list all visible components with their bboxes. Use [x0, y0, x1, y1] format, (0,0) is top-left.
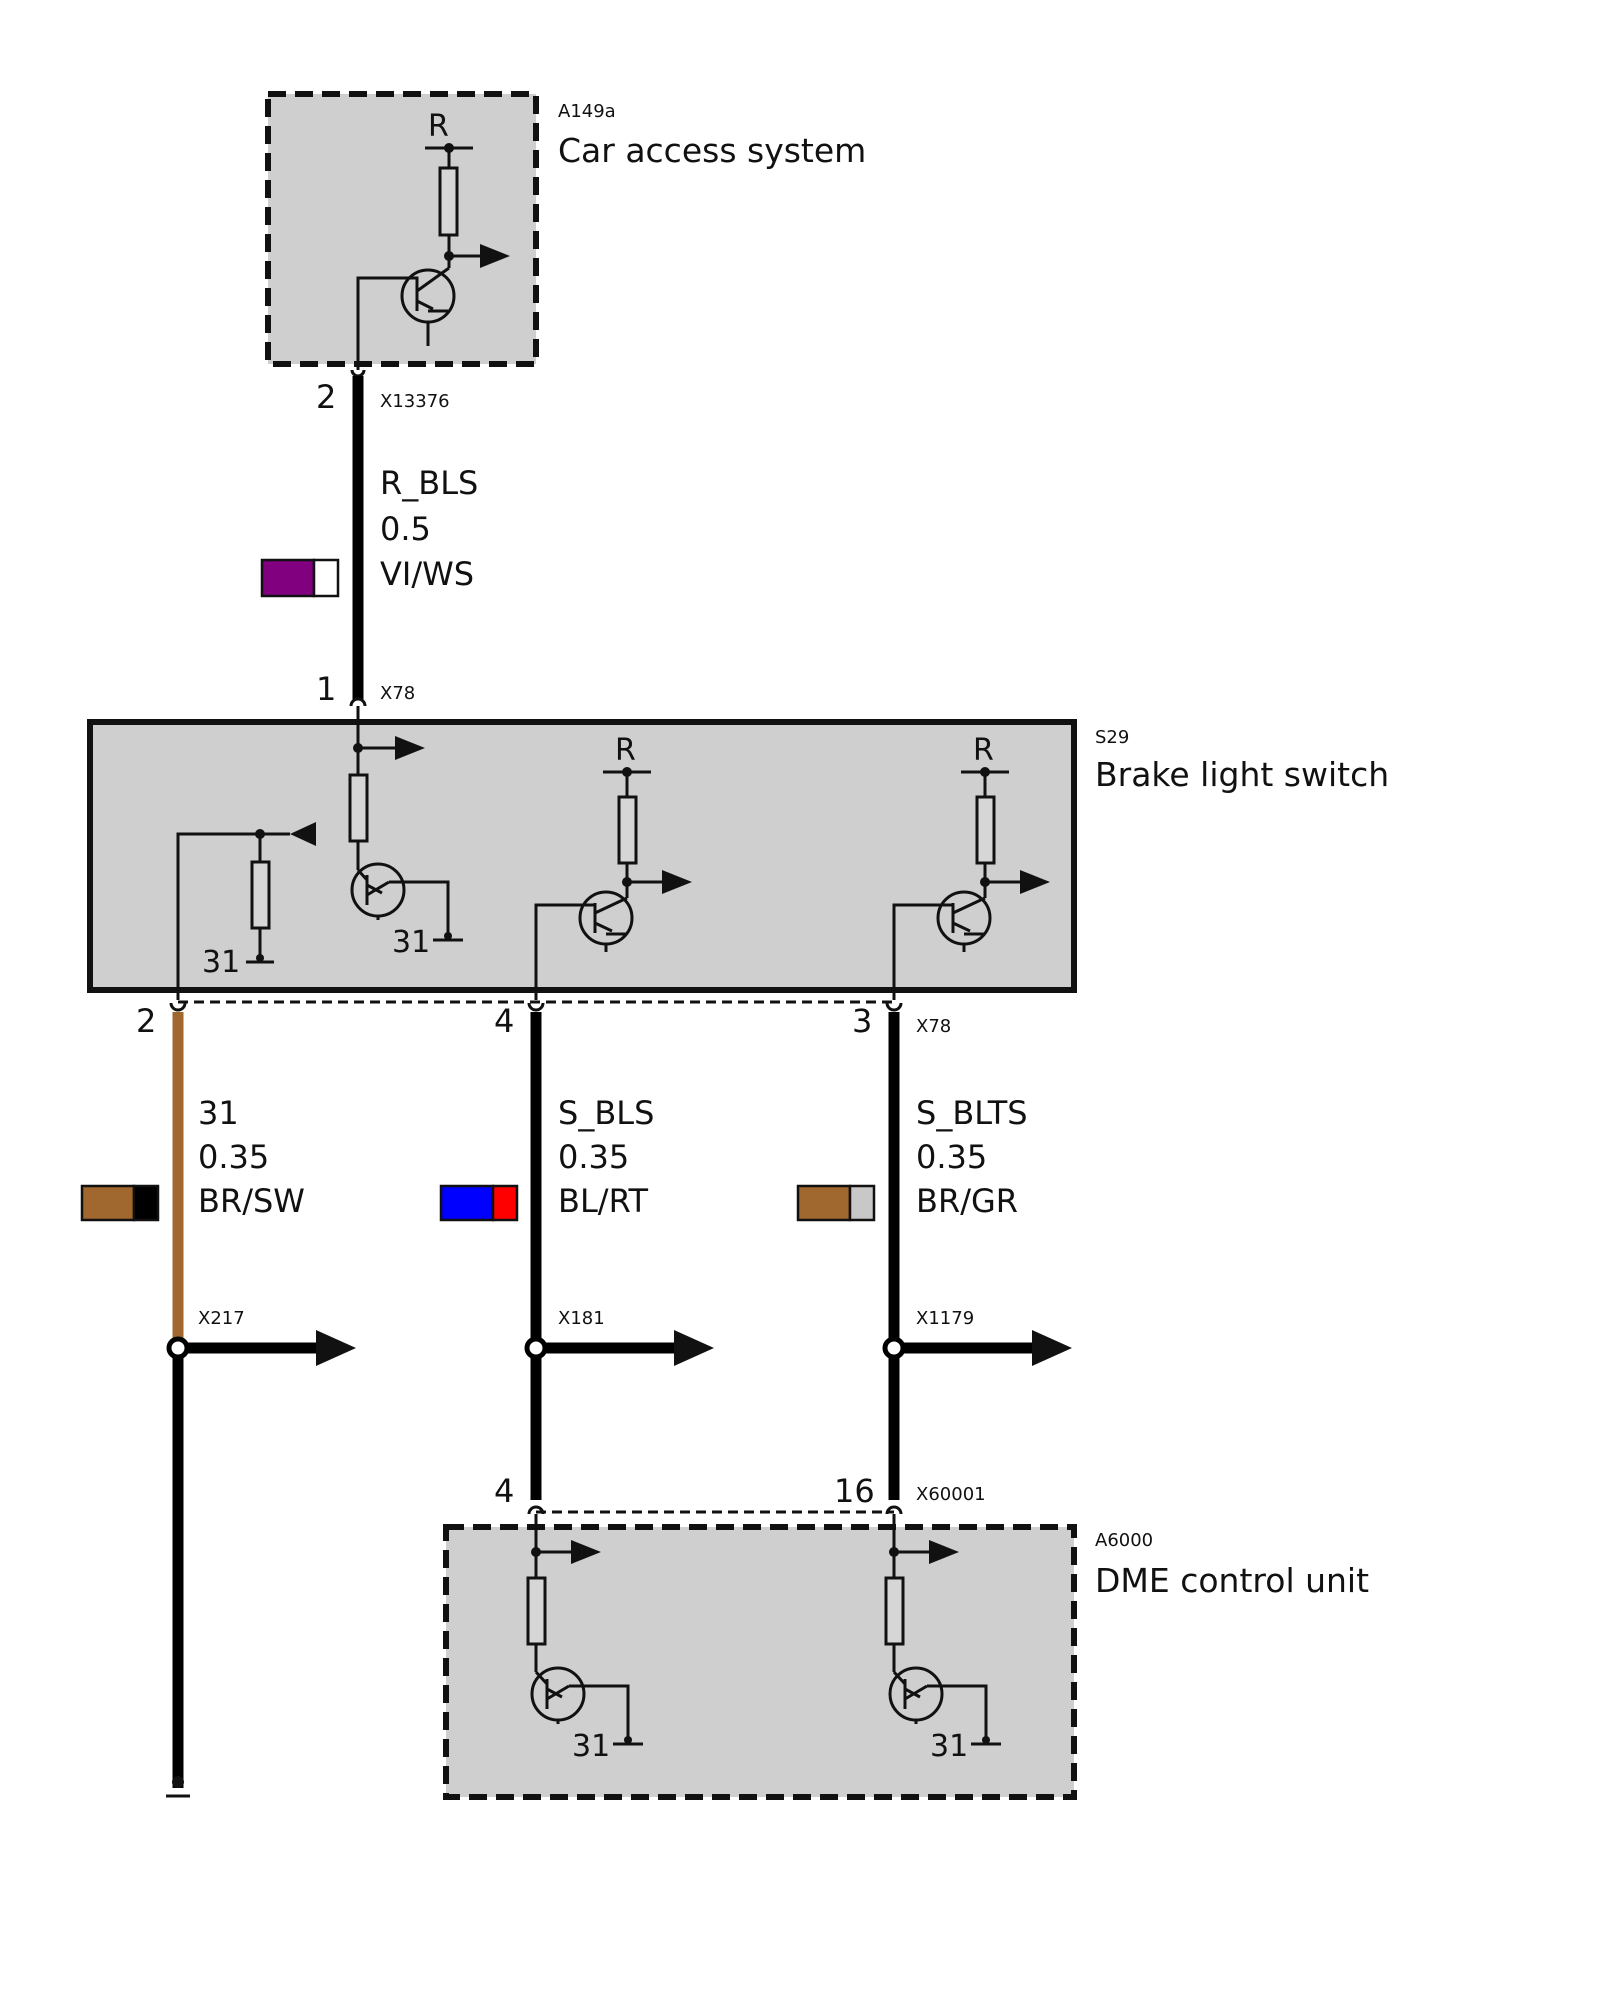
- wire-r-bls-size: 0.5: [380, 510, 431, 548]
- dme-control-unit: 4 16 X60001 A6000 DME control unit 31: [443, 1472, 1369, 1800]
- connector-x78-top-pin: 1: [316, 670, 336, 708]
- car-access-system-name: Car access system: [558, 131, 866, 170]
- connector-x78-top-name: X78: [380, 683, 415, 704]
- brake-light-switch-name: Brake light switch: [1095, 755, 1389, 794]
- wire-s-blts-color-code: BR/GR: [916, 1182, 1018, 1220]
- dme-input-circuit-2: 31: [884, 1514, 1001, 1764]
- car-access-transistor: [356, 266, 456, 370]
- wire-s-bls-size: 0.35: [558, 1138, 629, 1176]
- dme-control-unit-name: DME control unit: [1095, 1561, 1369, 1600]
- connector-x13376-pin: 2: [316, 378, 336, 416]
- dme-input-circuit-1: 31: [526, 1514, 643, 1764]
- switch-ground-label-1: 31: [392, 925, 430, 960]
- wire-r-bls: 2 X13376 R_BLS 0.5 VI/WS 1 X78: [260, 376, 478, 708]
- switch-pin2-circuit: 31: [176, 822, 316, 1000]
- connector-x78-bottom-name: X78: [916, 1016, 951, 1037]
- wire-31-size: 0.35: [198, 1138, 269, 1176]
- connector-x60001-name: X60001: [916, 1484, 986, 1505]
- brake-light-switch-id: S29: [1095, 727, 1129, 748]
- car-access-resistor: [438, 166, 459, 237]
- wire-31-signal: 31: [198, 1094, 239, 1132]
- dme-ground-label-1: 31: [572, 1729, 610, 1764]
- connector-x78-bottom-pin-4: 4: [494, 1002, 514, 1040]
- wire-s-blts-color-swatch: [796, 1184, 876, 1222]
- wire-s-blts: S_BLTS 0.35 BR/GR X1179: [796, 1012, 1072, 1500]
- wire-31-ground: 31 0.35 BR/SW X217: [80, 1012, 356, 1798]
- brake-light-switch-box: [87, 719, 1077, 993]
- connector-x13376-name: X13376: [380, 391, 450, 412]
- car-access-system-box: [265, 91, 539, 367]
- wire-s-bls: S_BLS 0.35 BL/RT X181: [439, 1012, 714, 1500]
- brake-light-switch: S29 Brake light switch 31: [87, 697, 1389, 1040]
- wire-r-bls-color-code: VI/WS: [380, 555, 474, 593]
- car-access-system-id: A149a: [558, 101, 616, 122]
- splice-x181-label: X181: [558, 1308, 605, 1329]
- connector-x60001-pin-16: 16: [834, 1472, 875, 1510]
- switch-pin4-circuit: R: [534, 733, 692, 1000]
- connector-x60001-pin-4: 4: [494, 1472, 514, 1510]
- wire-31-color-swatch: [80, 1184, 160, 1222]
- splice-x217: X217: [166, 1308, 356, 1366]
- switch-ground-label-2: 31: [202, 945, 240, 980]
- splice-x1179: X1179: [882, 1308, 1072, 1366]
- wire-s-bls-signal: S_BLS: [558, 1094, 654, 1132]
- switch-supply-label-2: R: [973, 733, 994, 768]
- wire-r-bls-signal: R_BLS: [380, 464, 478, 502]
- connector-x78-bottom-pin-3: 3: [852, 1002, 872, 1040]
- splice-x181: X181: [524, 1308, 714, 1366]
- wire-s-blts-signal: S_BLTS: [916, 1094, 1028, 1132]
- splice-x217-label: X217: [198, 1308, 245, 1329]
- switch-pin3-circuit: R: [892, 733, 1050, 1000]
- wire-s-bls-color-swatch: [439, 1184, 519, 1222]
- wire-s-blts-size: 0.35: [916, 1138, 987, 1176]
- connector-x78-bottom-pin-2: 2: [136, 1002, 156, 1040]
- switch-supply-label-1: R: [615, 733, 636, 768]
- dme-ground-label-2: 31: [930, 1729, 968, 1764]
- car-access-system: A149a Car access system R: [265, 91, 866, 378]
- splice-x1179-label: X1179: [916, 1308, 974, 1329]
- car-access-supply-label: R: [428, 109, 449, 144]
- switch-input-circuit: 31: [348, 706, 463, 960]
- wire-s-bls-color-code: BL/RT: [558, 1182, 648, 1220]
- wire-r-bls-color-swatch: [260, 558, 340, 598]
- dme-control-unit-id: A6000: [1095, 1530, 1153, 1551]
- wire-31-color-code: BR/SW: [198, 1182, 305, 1220]
- dme-control-unit-box: [443, 1524, 1077, 1800]
